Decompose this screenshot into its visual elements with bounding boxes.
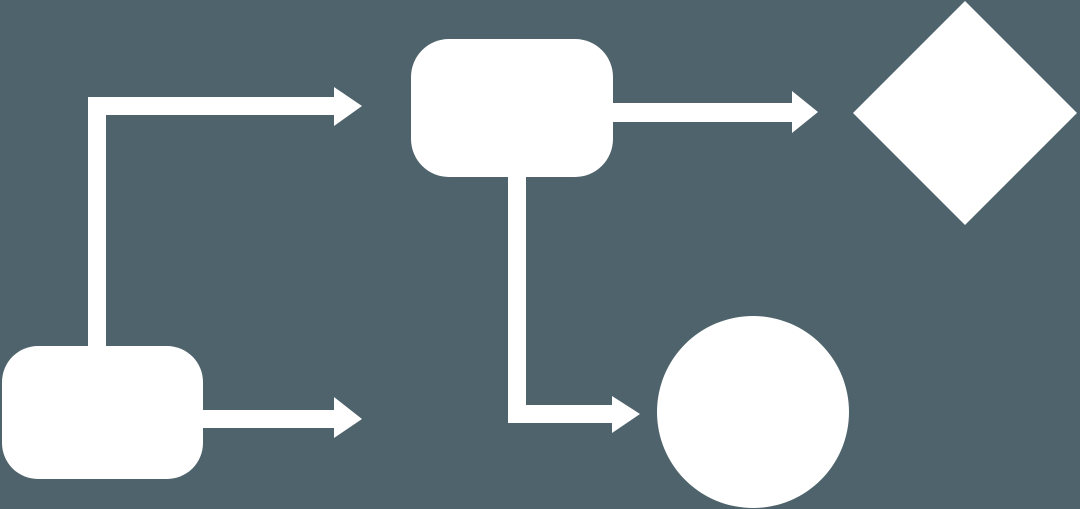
terminal-node-bottom-left xyxy=(2,346,203,479)
arrow-to-diamond xyxy=(613,91,818,133)
end-node-bottom-right xyxy=(657,316,849,508)
process-node-top-middle xyxy=(411,39,613,177)
decision-node-top-right xyxy=(853,1,1077,225)
elbow-arrow-down-right xyxy=(508,177,640,433)
elbow-arrow-up-right xyxy=(88,87,362,346)
straight-arrow-right xyxy=(203,397,362,438)
